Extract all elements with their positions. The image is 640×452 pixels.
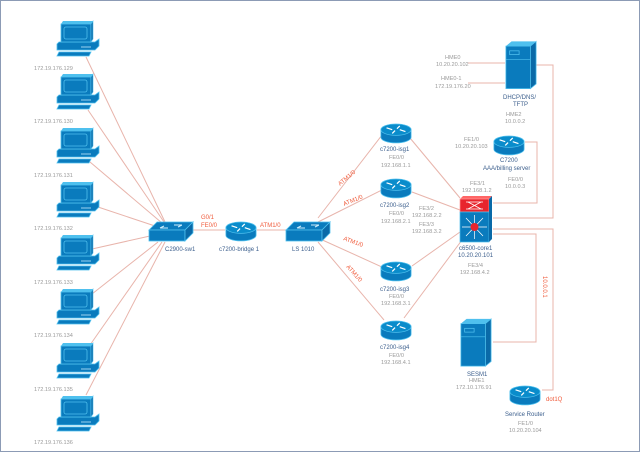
iface-label: FE1/0: [464, 137, 479, 143]
ip-label: 10.0.0.3: [505, 184, 525, 190]
pc-icon[interactable]: [56, 73, 100, 110]
vlan-ip-label: 10.0.0.1: [541, 276, 547, 298]
ip-label: 192.168.1.2: [462, 188, 492, 194]
router-label: Service Router: [505, 412, 545, 418]
ip-label: 10.20.20.102: [436, 62, 469, 68]
ip-label: 10.20.20.104: [509, 428, 542, 434]
pc-icon[interactable]: [56, 20, 100, 57]
iface-label: FE0/0: [508, 177, 523, 183]
pc-ip-label: 172.19.176.130: [34, 119, 73, 125]
iface-label: FE0/0: [389, 211, 404, 217]
router-icon[interactable]: [493, 135, 525, 156]
pc-ip-label: 172.19.176.136: [34, 440, 73, 446]
router-label: c7200-isg4: [380, 345, 410, 351]
iface-label: HME0: [445, 55, 461, 61]
iface-label: FE3/3: [419, 222, 434, 228]
server-icon[interactable]: [505, 41, 537, 89]
ip-label: 10.20.20.103: [455, 144, 488, 150]
pc-ip-label: 172.19.176.133: [34, 280, 73, 286]
ip-label: 192.168.1.1: [381, 163, 411, 169]
ip-label: 192.168.4.2: [460, 270, 490, 276]
atm-label: ATM1/0: [345, 264, 364, 284]
iface-label: HME0-1: [441, 76, 462, 82]
switch-icon[interactable]: [148, 221, 194, 242]
ip-label: 192.168.3.1: [381, 301, 411, 307]
router-icon[interactable]: [380, 320, 412, 341]
port-label: ATM1/0: [260, 223, 281, 229]
iface-label: FE0/0: [389, 294, 404, 300]
bridge-label: c7200-bridge 1: [219, 247, 260, 253]
atm-label: ATM1/0: [342, 236, 364, 249]
router-label: C7200: [500, 158, 518, 164]
pc-ip-label: 172.19.176.129: [34, 66, 73, 72]
server-label: SESM1: [467, 372, 488, 378]
router-icon[interactable]: [380, 123, 412, 144]
port-label: dot1Q: [546, 397, 563, 403]
pc-ip-label: 172.19.176.135: [34, 387, 73, 393]
router-label: c7200-isg1: [380, 147, 410, 153]
iface-label: FE0/0: [389, 353, 404, 359]
server-icon[interactable]: [460, 318, 492, 367]
router-icon[interactable]: [380, 178, 412, 199]
iface-label: FE3/1: [470, 181, 485, 187]
router-icon[interactable]: [509, 385, 541, 406]
core-ip-label: 10.20.20.101: [458, 253, 494, 259]
iface-label: HME1: [469, 378, 485, 384]
ls-label: LS 1010: [292, 247, 315, 253]
pc-icon[interactable]: [56, 234, 100, 271]
pc-icon[interactable]: [56, 342, 100, 379]
pc-icon[interactable]: [56, 288, 100, 325]
ip-label: 192.168.4.1: [381, 360, 411, 366]
ip-label: 10.0.0.2: [505, 119, 525, 125]
iface-label: FE1/0: [518, 421, 533, 427]
pc-icon[interactable]: [56, 181, 100, 218]
port-label: G0/1: [201, 215, 215, 221]
switch-label: C2900-sw1: [165, 247, 196, 253]
ip-label: 172.19.176.20: [435, 84, 471, 90]
iface-label: FE3/2: [419, 206, 434, 212]
iface-label: FE0/0: [389, 155, 404, 161]
core-switch-icon[interactable]: [459, 196, 492, 243]
pc-ip-label: 172.19.176.132: [34, 226, 73, 232]
router-icon[interactable]: [380, 261, 412, 282]
pc-icon[interactable]: [56, 395, 100, 432]
pc-group: 172.19.176.129 172.19.176.130 172.19.176…: [34, 20, 100, 446]
router-label: c7200-isg2: [380, 203, 410, 209]
atm-label: ATM1/0: [337, 169, 357, 187]
router-label: c7200-isg3: [380, 287, 410, 293]
switch-icon[interactable]: [285, 221, 331, 242]
pc-ip-label: 172.19.176.134: [34, 333, 73, 339]
ip-label: 172.10.176.91: [456, 385, 492, 391]
port-label: FE0/0: [201, 223, 218, 229]
router-icon[interactable]: [225, 221, 257, 242]
server-label: TFTP: [513, 102, 528, 108]
ip-label: 192.168.3.2: [412, 229, 442, 235]
iface-label: FE3/4: [468, 263, 483, 269]
ip-label: 192.168.2.1: [381, 219, 411, 225]
pc-ip-label: 172.19.176.131: [34, 173, 73, 179]
links: [85, 56, 554, 396]
pc-icon[interactable]: [56, 127, 100, 164]
core-label: c6500-core1: [459, 246, 493, 252]
ip-label: 192.168.2.2: [412, 213, 442, 219]
atm-label: ATM1/0: [343, 194, 365, 208]
iface-label: HME2: [506, 112, 522, 118]
server-label: DHCP/DNS/: [503, 95, 536, 101]
router-label: AAA/billing server: [483, 166, 530, 172]
